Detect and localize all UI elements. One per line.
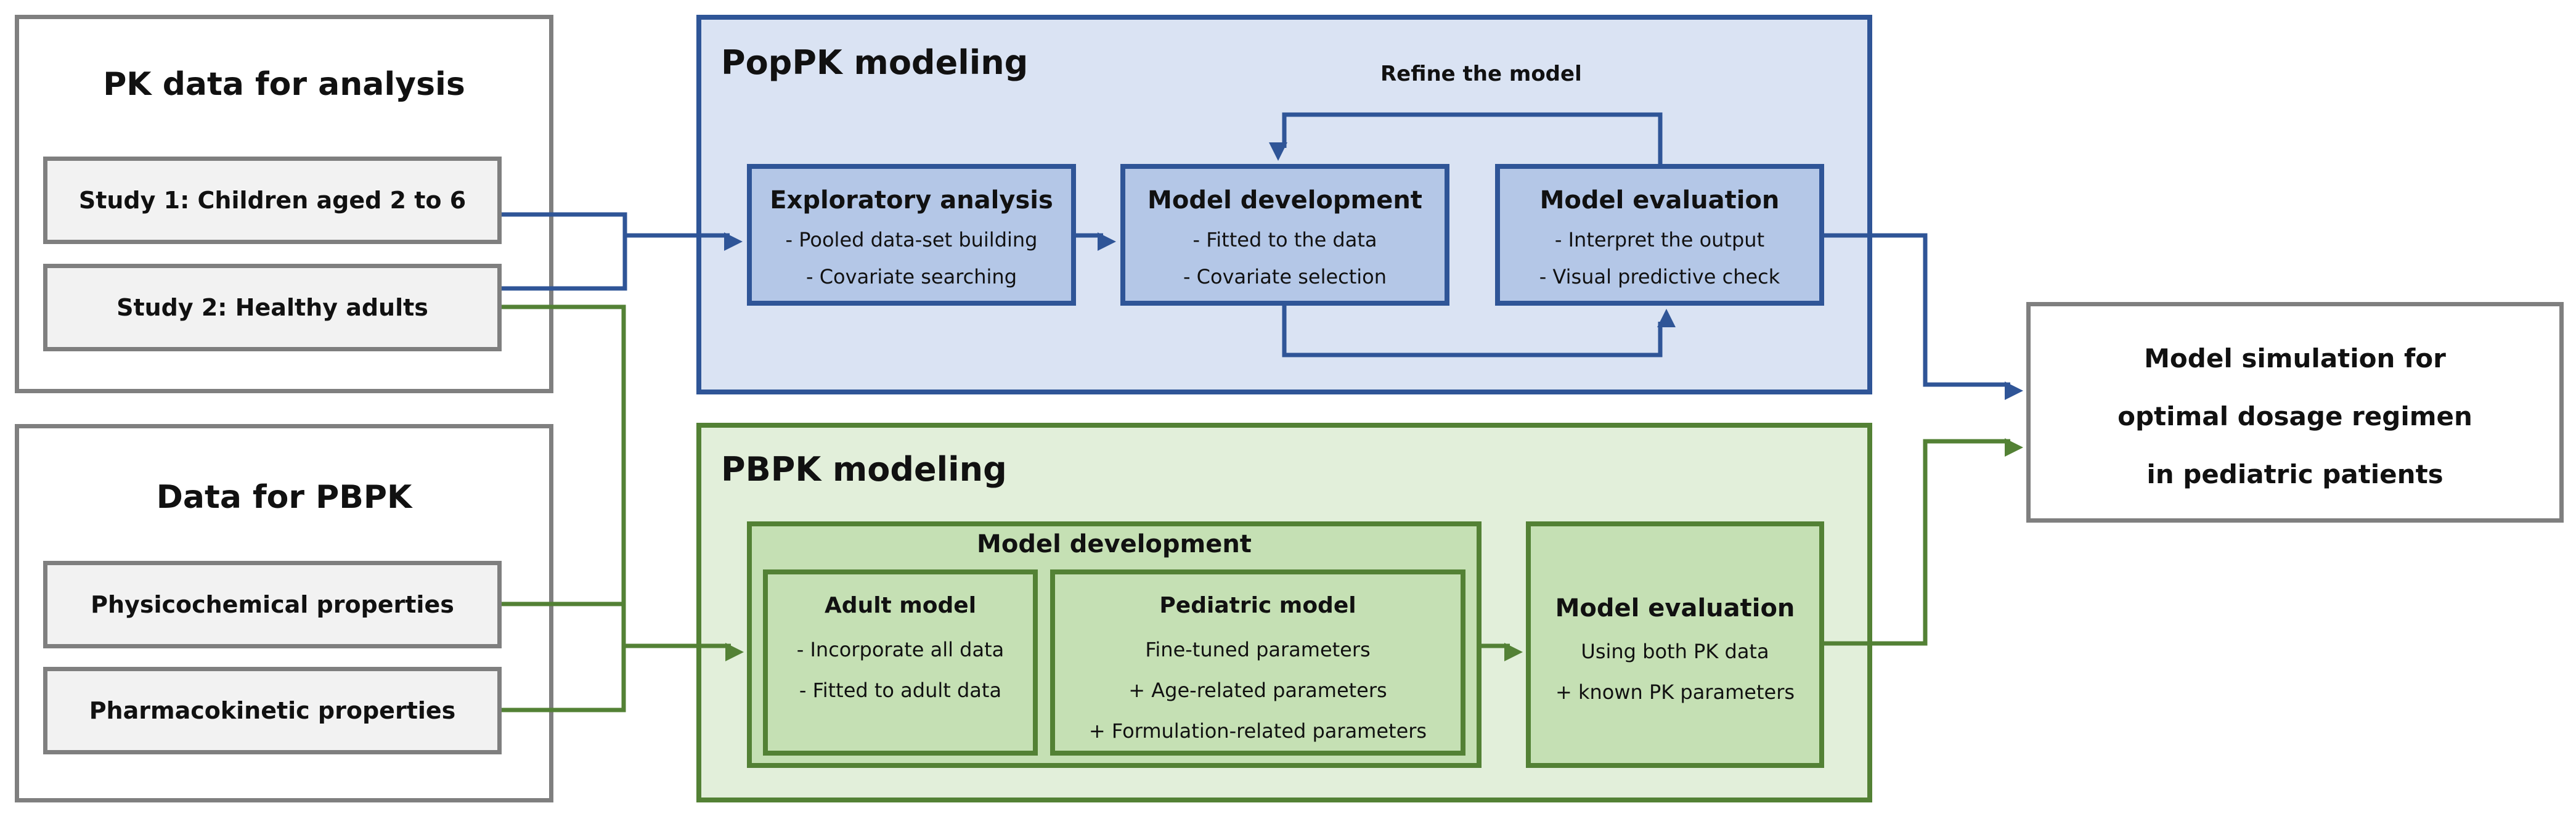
poppk-title: PopPK modeling — [721, 43, 1029, 82]
pbpk-dev-title: Model development — [977, 530, 1252, 558]
pbpk-eval-title: Model evaluation — [1555, 594, 1795, 622]
poppk-eval-line1: - Interpret the output — [1554, 228, 1765, 251]
physicochemical-box: Physicochemical properties — [43, 561, 502, 648]
pbpk-eval-line1: Using both PK data — [1581, 640, 1769, 663]
study2-box: Study 2: Healthy adults — [43, 264, 502, 351]
poppk-model-evaluation-box: Model evaluation - Interpret the output … — [1495, 164, 1824, 306]
adult-title: Adult model — [824, 593, 977, 618]
exploratory-line1: - Pooled data-set building — [785, 228, 1038, 251]
pediatric-model-box: Pediatric model Fine-tuned parameters + … — [1050, 569, 1465, 756]
poppk-dev-title: Model development — [1147, 186, 1422, 214]
pediatric-title: Pediatric model — [1159, 593, 1356, 618]
pbpk-eval-line2: + known PK parameters — [1555, 680, 1795, 704]
adult-line2: - Fitted to adult data — [799, 679, 1002, 702]
adult-line1: - Incorporate all data — [796, 638, 1005, 661]
simulation-line2: optimal dosage regimen — [2117, 401, 2472, 431]
poppk-eval-title: Model evaluation — [1539, 186, 1780, 214]
pk-data-title: PK data for analysis — [103, 66, 465, 103]
model-simulation-box: Model simulation for optimal dosage regi… — [2026, 302, 2564, 523]
pediatric-line2: + Age-related parameters — [1128, 679, 1387, 702]
pharmacokinetic-box: Pharmacokinetic properties — [43, 667, 502, 754]
exploratory-analysis-box: Exploratory analysis - Pooled data-set b… — [747, 164, 1076, 306]
pbpk-model-evaluation-box: Model evaluation Using both PK data + kn… — [1526, 521, 1824, 768]
refine-label: Refine the model — [1380, 62, 1582, 86]
poppk-eval-line2: - Visual predictive check — [1539, 265, 1780, 288]
pbpk-title: PBPK modeling — [721, 450, 1007, 489]
pbpk-data-title: Data for PBPK — [156, 479, 412, 516]
adult-model-box: Adult model - Incorporate all data - Fit… — [763, 569, 1038, 756]
study1-box: Study 1: Children aged 2 to 6 — [43, 157, 502, 244]
pediatric-line3: + Formulation-related parameters — [1088, 719, 1427, 743]
poppk-dev-line1: - Fitted to the data — [1192, 228, 1377, 251]
simulation-line3: in pediatric patients — [2146, 459, 2444, 489]
simulation-line1: Model simulation for — [2144, 343, 2446, 373]
exploratory-title: Exploratory analysis — [770, 186, 1053, 214]
poppk-dev-line2: - Covariate selection — [1183, 265, 1387, 288]
poppk-model-development-box: Model development - Fitted to the data -… — [1120, 164, 1449, 306]
pediatric-line1: Fine-tuned parameters — [1145, 638, 1371, 661]
exploratory-line2: - Covariate searching — [805, 265, 1017, 288]
